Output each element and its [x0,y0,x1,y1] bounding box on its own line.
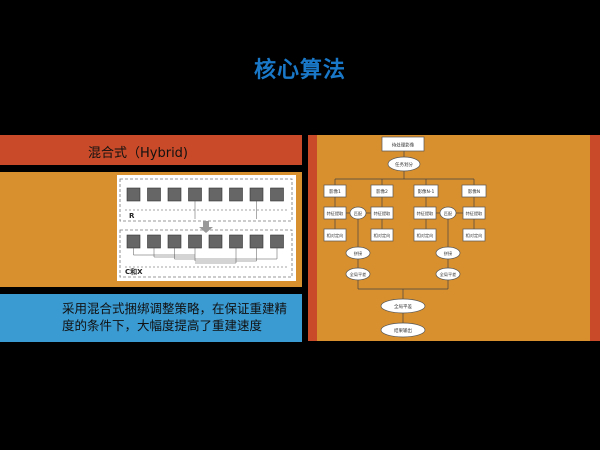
flow-node-group3: 影像N-1 [413,184,439,198]
cx-camera-square [188,234,202,249]
flow-node-orient-3: 相对定向 [413,228,437,242]
r-squares [126,187,284,202]
flow-node-feat-3: 特征提取 [413,206,437,220]
svg-text:匹配: 匹配 [444,211,453,217]
svg-text:待处理影像: 待处理影像 [392,142,415,149]
link-line [174,248,195,260]
svg-text:特征提取: 特征提取 [466,210,484,217]
svg-text:结果输出: 结果输出 [394,327,412,334]
svg-text:特征提取: 特征提取 [417,210,435,217]
flow-node-orient-4: 相对定向 [462,228,486,242]
flow-node-ba-global: 全局平差 [380,298,426,314]
svg-text:影像2: 影像2 [376,188,388,195]
link-line [195,248,237,264]
flow-node-out: 结果输出 [380,322,426,338]
flow-node-feat-4: 特征提取 [462,206,486,220]
svg-text:影像N: 影像N [468,188,480,195]
flowchart-svg: 待处理影像 任务划分 影像1 影像2 影像N-1 影像N 特征提取 匹配 [323,136,487,338]
link-line [195,248,257,262]
svg-text:全局平差: 全局平差 [350,271,367,278]
flow-node-decision1: 任务划分 [387,156,421,172]
flow-node-merge-1: 拼接 [345,246,371,260]
flow-node-orient-1: 相对定向 [323,228,347,242]
cx-group-box [119,229,293,278]
svg-text:影像1: 影像1 [329,188,341,195]
flow-connectors [334,151,475,323]
flow-node-feat-2: 特征提取 [370,206,394,220]
link-lines [133,201,278,264]
flow-node-top: 待处理影像 [381,136,425,152]
svg-text:特征提取: 特征提取 [327,210,345,217]
r-camera-square [229,187,243,202]
cx-camera-square [249,234,264,249]
hybrid-description-band: 采用混合式捆绑调整策略，在保证重建精度的条件下，大幅度提高了重建速度 [0,294,302,342]
svg-text:全局平差: 全局平差 [394,303,412,310]
cx-camera-square [229,234,243,249]
diagram-label-cx: C和X [125,267,143,276]
cx-camera-square [270,234,284,249]
r-camera-square [270,187,284,202]
cx-camera-square [126,234,141,249]
link-line [195,248,278,260]
hybrid-diagram-svg: R C和X [119,178,293,278]
hybrid-description: 采用混合式捆绑调整策略，在保证重建精度的条件下，大幅度提高了重建速度 [62,301,288,333]
svg-text:相对定向: 相对定向 [466,232,483,239]
down-arrow-body [203,221,209,227]
svg-text:拼接: 拼接 [444,250,453,257]
r-camera-square [208,187,223,202]
hybrid-diagram: R C和X [117,175,296,281]
flow-edge-left [308,135,317,341]
diagram-label-r: R [129,212,135,220]
cx-camera-square [208,234,223,249]
cx-squares [126,234,284,249]
svg-text:全局平差: 全局平差 [440,271,457,278]
link-line [153,248,195,258]
down-arrow-head [199,227,213,233]
cx-camera-square [167,234,182,249]
flow-node-match-2: 匹配 [439,206,457,220]
r-camera-square [147,187,161,202]
flow-node-ba-1: 全局平差 [345,267,371,281]
svg-text:相对定向: 相对定向 [374,232,391,239]
svg-text:相对定向: 相对定向 [327,232,344,239]
svg-text:匹配: 匹配 [354,211,363,217]
flow-edge-right [590,135,600,341]
r-camera-square [126,187,141,202]
flow-node-group4: 影像N [461,184,487,198]
flowchart-panel: 待处理影像 任务划分 影像1 影像2 影像N-1 影像N 特征提取 匹配 [308,135,600,341]
r-camera-square [167,187,182,202]
svg-text:特征提取: 特征提取 [374,210,392,217]
flow-node-match-1: 匹配 [349,206,367,220]
hybrid-label: 混合式（Hybrid) [88,146,189,161]
svg-text:拼接: 拼接 [354,250,363,257]
flow-node-ba-2: 全局平差 [435,267,461,281]
flow-node-feat-1: 特征提取 [323,206,347,220]
flow-node-orient-2: 相对定向 [370,228,394,242]
flow-node-group2: 影像2 [370,184,394,198]
flow-node-merge-2: 拼接 [435,246,461,260]
svg-text:任务划分: 任务划分 [395,161,413,168]
hybrid-header-band: 混合式（Hybrid) [0,135,302,165]
svg-text:相对定向: 相对定向 [417,232,434,239]
link-line [133,248,195,256]
r-camera-square [188,187,202,202]
r-group-box [119,178,293,222]
r-camera-square [249,187,264,202]
cx-camera-square [147,234,161,249]
page-title: 核心算法 [253,58,346,83]
svg-text:影像N-1: 影像N-1 [418,188,435,195]
flow-node-group1: 影像1 [323,184,347,198]
